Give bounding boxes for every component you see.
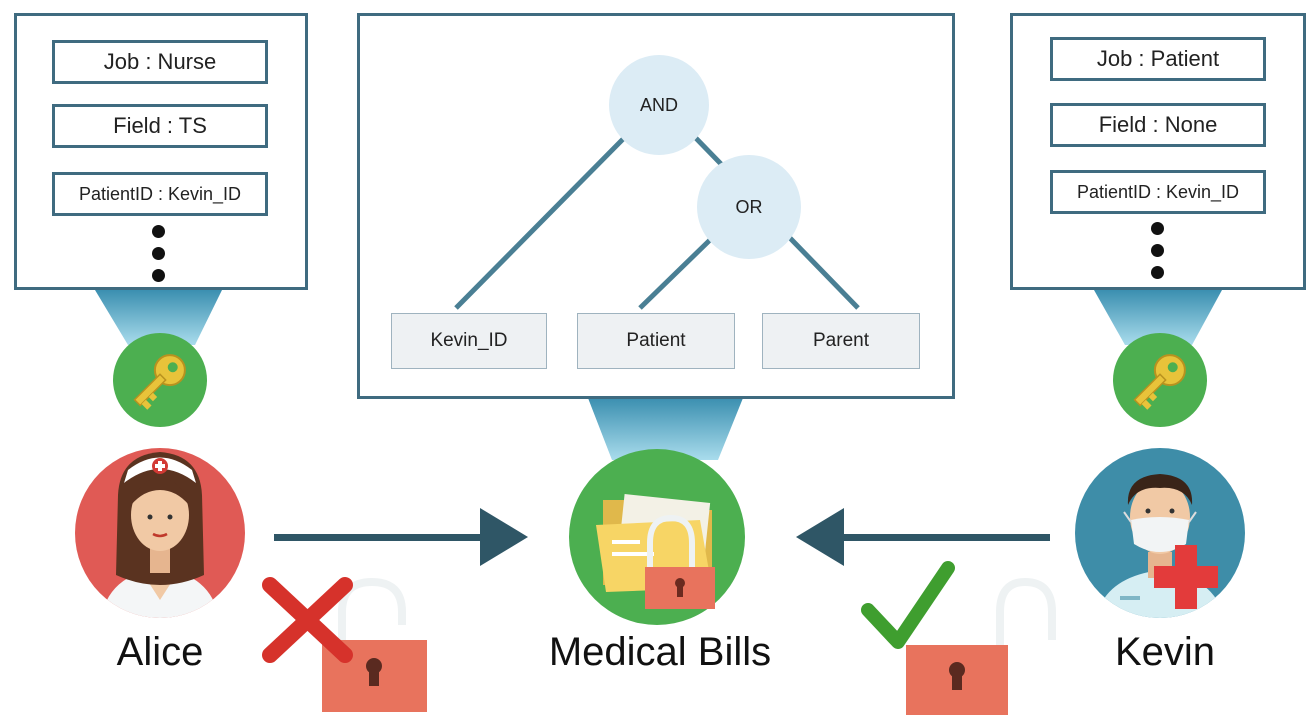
kevin-attr-patientid: PatientID : Kevin_ID: [1050, 170, 1266, 214]
leaf-patient: Patient: [577, 313, 735, 369]
or-gate-node: OR: [697, 155, 801, 259]
kevin-name-label: Kevin: [1114, 630, 1216, 674]
kevin-beam: [1094, 290, 1222, 345]
medical-cross-icon: [1154, 545, 1218, 609]
alice-attr-field: Field : TS: [52, 104, 268, 148]
alice-name-label: Alice: [116, 630, 204, 674]
kevin-arrow: [796, 508, 1050, 566]
leaf-parent: Parent: [762, 313, 920, 369]
check-icon: [861, 561, 955, 649]
alice-attr-job: Job : Nurse: [52, 40, 268, 84]
alice-more-dots: [152, 225, 166, 291]
alice-key-icon: [113, 333, 207, 427]
padlock-open-icon-kevin: [906, 577, 1056, 715]
kevin-attr-field: Field : None: [1050, 103, 1266, 147]
kevin-more-dots: [1151, 222, 1165, 288]
alice-beam: [95, 290, 222, 345]
medical-bills-label: Medical Bills: [548, 630, 772, 674]
kevin-key-icon: [1113, 333, 1207, 427]
leaf-kevin-id: Kevin_ID: [391, 313, 547, 369]
alice-attr-patientid: PatientID : Kevin_ID: [52, 172, 268, 216]
locked-folder-icon: [569, 449, 745, 625]
patient-avatar: [1075, 448, 1245, 618]
and-gate-node: AND: [609, 55, 709, 155]
cross-icon: [262, 577, 353, 663]
edge-or-parent: [788, 236, 860, 310]
policy-beam: [588, 398, 743, 460]
kevin-attr-job: Job : Patient: [1050, 37, 1266, 81]
nurse-avatar: [75, 448, 245, 618]
edge-and-kevin-id: [454, 132, 630, 310]
edge-or-patient: [638, 236, 714, 310]
alice-arrow: [274, 508, 528, 566]
